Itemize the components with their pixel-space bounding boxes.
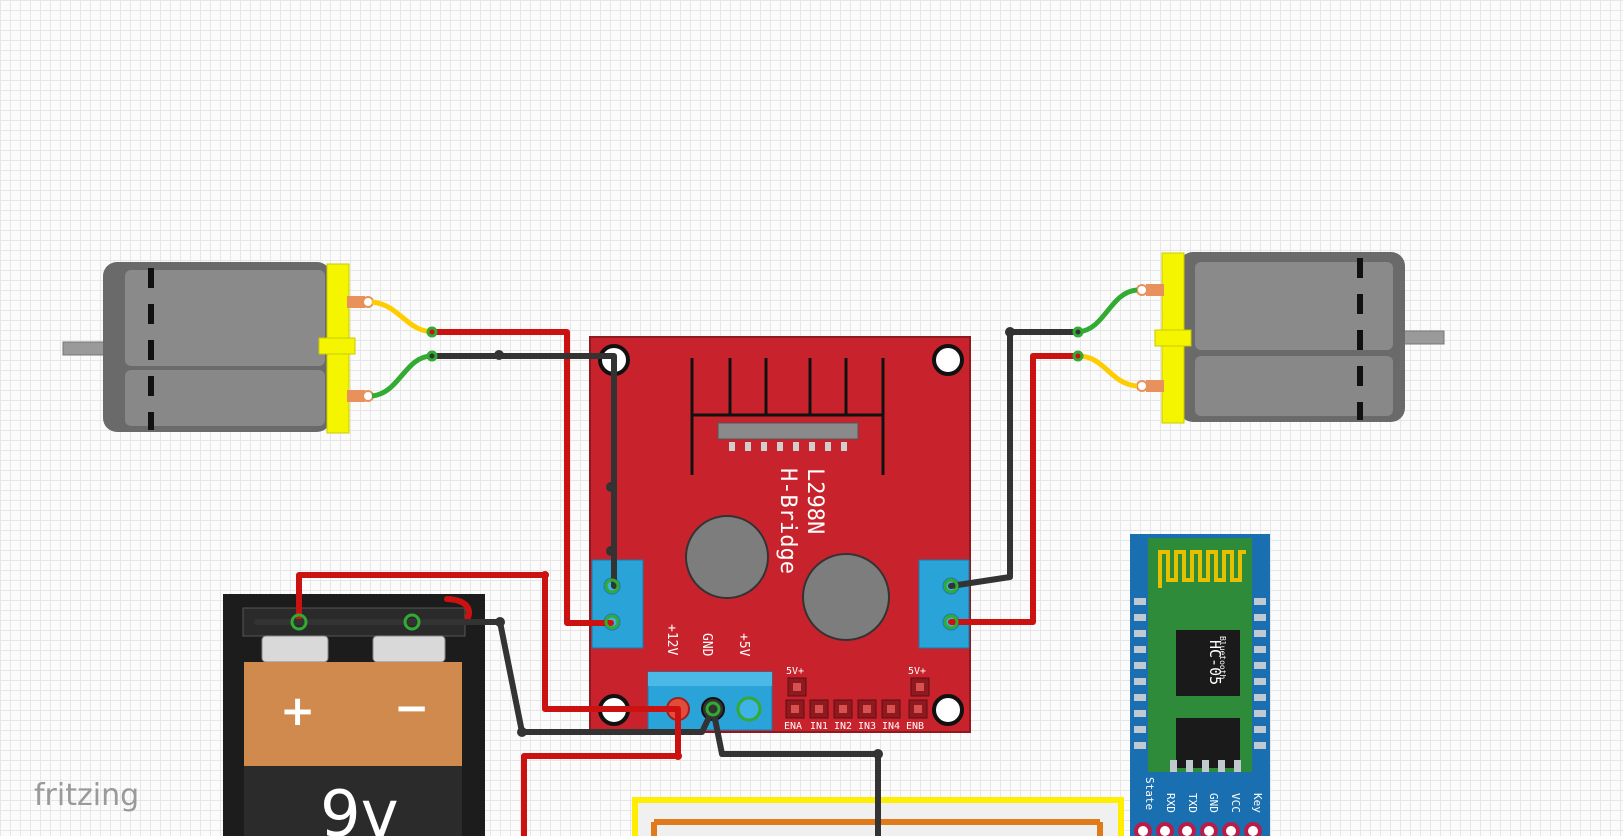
battery-9v[interactable]: + − 9v bbox=[223, 594, 485, 836]
wire-junction bbox=[606, 546, 616, 556]
wire-endpoint bbox=[604, 578, 620, 594]
motor-terminal-bottom bbox=[347, 390, 365, 402]
label-5v-ena: 5V+ bbox=[786, 666, 804, 677]
motor-terminal-top bbox=[1146, 284, 1164, 296]
wire-endpoint bbox=[290, 613, 308, 631]
battery-voltage-label: 9v bbox=[320, 778, 399, 836]
wire-junction bbox=[494, 350, 504, 360]
wire-endpoint bbox=[1072, 350, 1084, 362]
label-5v: +5V bbox=[736, 633, 751, 657]
wire-junction bbox=[495, 617, 505, 627]
motor-lead-green bbox=[371, 353, 433, 399]
motor-body-highlight bbox=[1195, 262, 1393, 350]
pin-label-in3: IN3 bbox=[858, 721, 876, 732]
wire-endpoint bbox=[604, 614, 620, 630]
wire-endpoint bbox=[943, 578, 959, 594]
bt-pin-vcc: VCC bbox=[1229, 793, 1242, 813]
bt-pin-gnd: GND bbox=[1207, 793, 1220, 813]
battery-plus-label: + bbox=[280, 686, 315, 735]
label-5v-enb: 5V+ bbox=[908, 666, 926, 677]
ic-pins bbox=[729, 442, 847, 451]
motor-body-lower bbox=[125, 370, 325, 426]
wire-red-motor-left[interactable] bbox=[429, 329, 614, 626]
wire-junction bbox=[541, 571, 549, 579]
mounting-hole bbox=[932, 694, 964, 726]
bt-pin-rxd: RXD bbox=[1164, 793, 1177, 813]
wire-junction bbox=[517, 727, 527, 737]
wire-black-gnd-down[interactable] bbox=[710, 706, 881, 836]
bt-chip bbox=[1176, 630, 1240, 696]
pin-label-in4: IN4 bbox=[882, 721, 900, 732]
wire-red-motor-right[interactable] bbox=[948, 353, 1081, 625]
wire-junction bbox=[1005, 327, 1015, 337]
pin-label-ena: ENA bbox=[784, 721, 802, 732]
label-gnd: GND bbox=[699, 633, 714, 657]
wire-junction bbox=[674, 752, 682, 760]
motor-lead-green bbox=[1077, 287, 1138, 335]
bt-header-pins bbox=[1134, 822, 1262, 836]
terminal-5v[interactable] bbox=[736, 696, 762, 722]
wire-black-motor-left[interactable] bbox=[429, 353, 617, 589]
dc-motor-right[interactable] bbox=[1077, 252, 1445, 424]
motor-tab bbox=[318, 337, 356, 355]
wire-endpoint bbox=[426, 350, 438, 362]
motor-terminal-hole bbox=[1136, 380, 1148, 392]
pin-label-in2: IN2 bbox=[834, 721, 852, 732]
wire-endpoint bbox=[1072, 326, 1084, 338]
bt-subtitle-label: Bluetooth bbox=[1218, 636, 1227, 680]
bt-pin-key: Key bbox=[1251, 793, 1264, 813]
motor-terminal-hole bbox=[362, 390, 374, 402]
battery-body-top bbox=[244, 662, 462, 766]
motor-body-lower bbox=[1195, 356, 1393, 416]
capacitor bbox=[802, 553, 890, 641]
dc-motor-left[interactable] bbox=[62, 262, 433, 434]
battery-minus-label: − bbox=[394, 683, 429, 732]
motor-body-highlight bbox=[125, 270, 325, 366]
wire-endpoint bbox=[943, 614, 959, 630]
pin-label-in1: IN1 bbox=[810, 721, 828, 732]
wire-endpoint bbox=[705, 701, 721, 717]
bt-antenna bbox=[1158, 550, 1246, 588]
motor-terminal-bottom bbox=[1146, 380, 1164, 392]
wire-endpoint bbox=[403, 613, 421, 631]
battery-snap-negative bbox=[372, 635, 446, 663]
wires[interactable] bbox=[254, 326, 1084, 836]
terminal-block-top bbox=[648, 672, 772, 686]
wire-endpoint bbox=[426, 326, 438, 338]
mounting-hole bbox=[932, 344, 964, 376]
pin-label-enb: ENB bbox=[906, 721, 924, 732]
bt-pin-state: State bbox=[1143, 777, 1156, 810]
battery-snap-positive bbox=[261, 635, 329, 663]
hc05-bluetooth-module[interactable]: HC-05 Bluetooth State RXD TXD GND VCC Ke… bbox=[1130, 534, 1270, 836]
motor-tab bbox=[1154, 329, 1192, 347]
motor-shaft bbox=[62, 341, 109, 356]
motor-lead-yellow bbox=[371, 299, 433, 335]
wire-junction bbox=[606, 482, 616, 492]
terminal-block-motor-a[interactable] bbox=[591, 559, 644, 649]
fritzing-watermark: fritzing bbox=[34, 778, 139, 813]
l298n-hbridge-board[interactable]: L298N H-Bridge +12V GND +5V 5V+ 5V+ bbox=[589, 336, 971, 733]
capacitor bbox=[685, 515, 769, 599]
motor-terminal-hole bbox=[362, 296, 374, 308]
wire-red-12v-down[interactable] bbox=[521, 706, 681, 836]
header-pins bbox=[785, 677, 930, 719]
motor-lead-yellow bbox=[1077, 353, 1138, 389]
bt-model-label: HC-05 bbox=[1206, 640, 1224, 685]
motor-terminal-hole bbox=[1136, 284, 1148, 296]
wire-junction bbox=[873, 749, 883, 759]
board-title: L298N bbox=[802, 468, 827, 534]
board-subtitle: H-Bridge bbox=[775, 468, 800, 574]
battery-body-bottom bbox=[244, 766, 462, 836]
motor-terminal-top bbox=[347, 296, 365, 308]
bt-pads bbox=[1134, 598, 1266, 772]
bt-chip-2 bbox=[1176, 718, 1240, 768]
heatsink bbox=[690, 358, 885, 475]
wire-black-motor-right[interactable] bbox=[948, 329, 1081, 589]
terminal-block-motor-b[interactable] bbox=[918, 559, 970, 649]
label-12v: +12V bbox=[664, 624, 679, 655]
board-pcb bbox=[589, 336, 971, 733]
bt-pin-txd: TXD bbox=[1186, 793, 1199, 813]
